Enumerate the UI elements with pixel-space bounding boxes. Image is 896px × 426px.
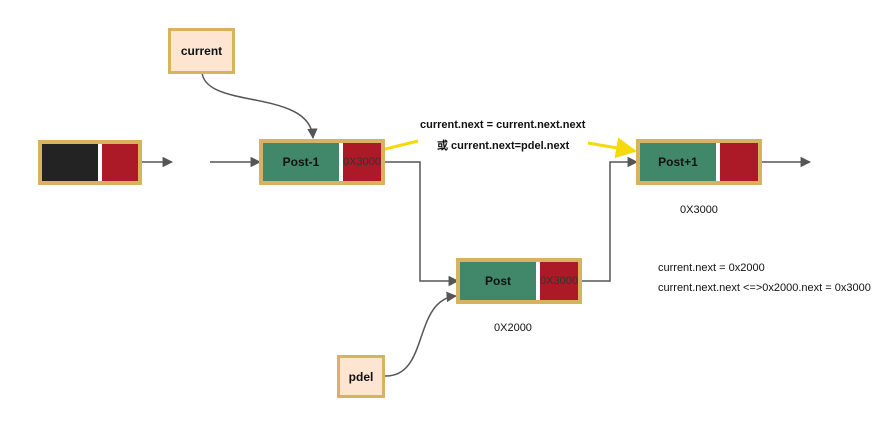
annotation-line-1: current.next = current.next.next	[420, 119, 586, 131]
current-pointer-arrow	[201, 71, 318, 140]
head-data-cell	[42, 144, 98, 181]
head-node	[38, 140, 142, 185]
post-prev-next-value: 0X3000	[343, 156, 381, 168]
post-next-value: 0X3000	[540, 275, 578, 287]
pdel-pointer: pdel	[337, 355, 385, 398]
post-next-cell	[540, 262, 578, 300]
post-node: Post 0X3000	[456, 258, 582, 304]
note-line-1: current.next = 0x2000	[658, 262, 765, 274]
post-next-data-cell	[640, 143, 716, 181]
pdel-pointer-arrow	[383, 291, 458, 377]
highlight-arrow-right	[587, 137, 638, 159]
annotation-line-2: 或 current.next=pdel.next	[437, 140, 570, 152]
post-next-address: 0X3000	[680, 204, 718, 216]
post-next-next-cell	[720, 143, 758, 181]
post-to-post-next-connector	[581, 156, 639, 282]
post-prev-to-post-connector	[384, 161, 460, 287]
post-prev-label: Post-1	[282, 155, 320, 169]
post-prev-data-cell	[263, 143, 339, 181]
post-label: Post	[484, 274, 511, 288]
post-prev-node: Post-1 0X3000	[259, 139, 385, 185]
post-data-cell	[460, 262, 536, 300]
note-line-2: current.next.next <=>0x2000.next = 0x300…	[658, 282, 871, 294]
current-pointer: current	[168, 28, 235, 74]
post-address: 0X2000	[494, 322, 532, 334]
post-next-node: Post+1	[636, 139, 762, 185]
post-prev-next-cell	[343, 143, 381, 181]
head-next-cell	[102, 144, 138, 181]
post-next-label: Post+1	[658, 155, 698, 169]
